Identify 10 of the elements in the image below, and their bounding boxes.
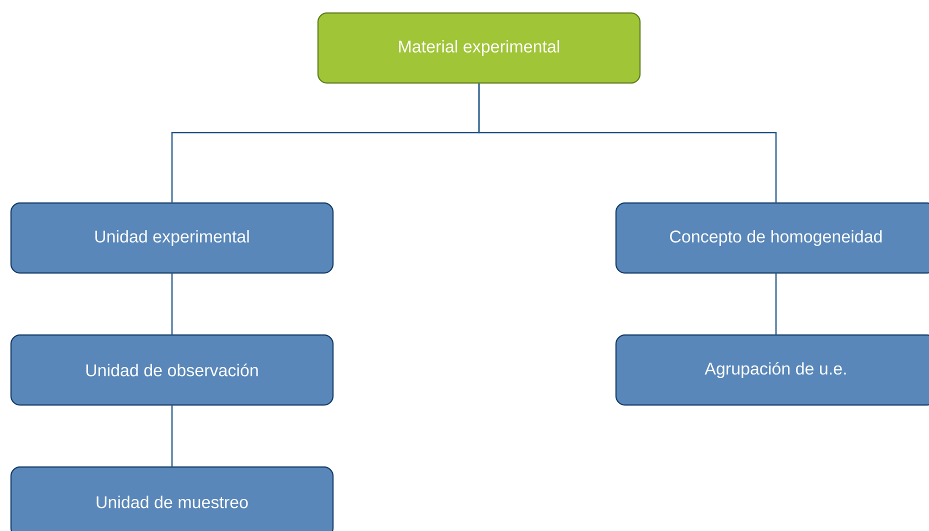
- process-box: Unidad de muestreo: [10, 466, 334, 531]
- connector-line: [775, 274, 777, 334]
- connector-line: [171, 274, 173, 334]
- process-box: Concepto de homogeneidad: [615, 202, 929, 274]
- connector-line: [171, 406, 173, 466]
- process-box: Unidad experimental: [10, 202, 334, 274]
- process-box: Unidad de observación: [10, 334, 334, 406]
- process-box: Material experimental: [317, 12, 641, 84]
- connector-line: [478, 84, 777, 202]
- process-box: Agrupación de u.e.: [615, 334, 929, 406]
